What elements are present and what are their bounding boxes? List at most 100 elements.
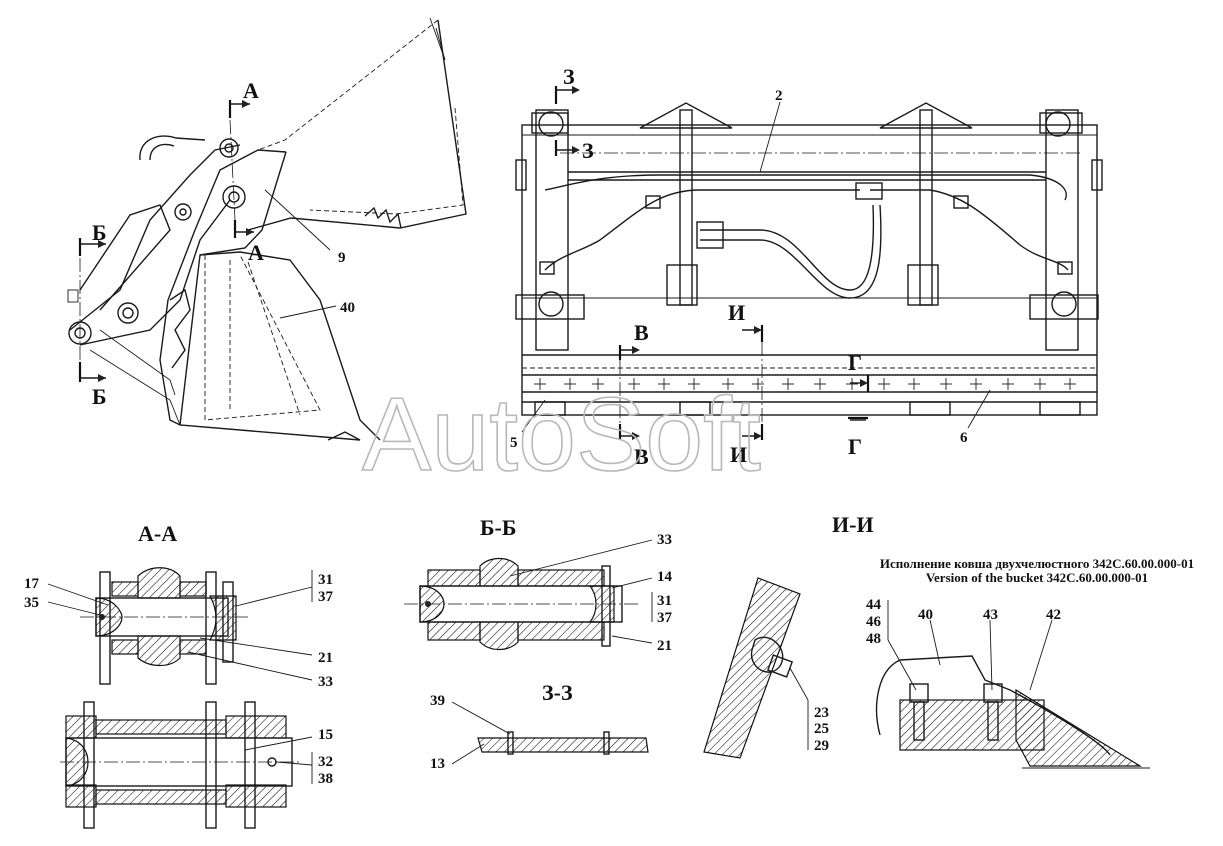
hose-u bbox=[700, 204, 875, 291]
callout-9: 9 bbox=[338, 250, 346, 266]
aa-callout-32: 32 bbox=[318, 754, 333, 770]
aa-callout-15: 15 bbox=[318, 727, 333, 743]
leader-2 bbox=[759, 101, 781, 173]
version-detail: Исполнение ковша двухчелюстного 342С.60.… bbox=[866, 556, 1194, 769]
post-right bbox=[919, 109, 933, 306]
aa-callout-37: 37 bbox=[318, 589, 334, 605]
boom-frame-hidden bbox=[257, 19, 439, 151]
post-right-cap bbox=[879, 102, 973, 129]
pin-upper bbox=[219, 138, 239, 158]
linkage-lower bbox=[89, 349, 181, 426]
version-callout-48: 48 bbox=[866, 631, 881, 647]
stud-row bbox=[534, 378, 1076, 390]
section-title-bb: Б-Б bbox=[480, 515, 516, 540]
bucket-outline bbox=[159, 149, 361, 441]
upper-jaw-teeth bbox=[364, 206, 402, 229]
version-note-en: Version of the bucket 342С.60.00.000-01 bbox=[926, 570, 1148, 585]
cut-marker-a-top: А bbox=[243, 78, 259, 103]
callout-40: 40 bbox=[340, 300, 355, 316]
ii-callout-29: 29 bbox=[814, 738, 829, 754]
post-left-cap bbox=[639, 102, 733, 129]
version-callout-44: 44 bbox=[866, 597, 882, 613]
linkage-arm-2 bbox=[79, 199, 231, 346]
section-title-ii: И-И bbox=[832, 512, 874, 537]
right-hinge bbox=[1029, 294, 1099, 320]
pin-left bbox=[174, 203, 192, 221]
leader-9 bbox=[264, 189, 331, 251]
bb-callout-21: 21 bbox=[657, 638, 672, 654]
hook bbox=[139, 135, 206, 161]
cut-marker-g-bottom: Г bbox=[848, 434, 862, 459]
cut-marker-i-bottom: И bbox=[730, 442, 747, 467]
watermark: AutoSoft bbox=[362, 377, 761, 493]
bb-callout-31: 31 bbox=[657, 593, 672, 609]
ii-plate bbox=[703, 577, 801, 759]
section-zz: З-З 39 13 bbox=[430, 680, 649, 772]
bb-callout-33: 33 bbox=[657, 532, 672, 548]
pin-rear bbox=[68, 321, 92, 345]
boom-frame-upper bbox=[247, 19, 467, 231]
version-callout-42: 42 bbox=[1046, 607, 1061, 623]
section-bb: Б-Б 33 14 31 37 21 bbox=[404, 515, 673, 654]
aa-callout-33: 33 bbox=[318, 674, 333, 690]
zz-callout-39: 39 bbox=[430, 693, 445, 709]
cut-marker-v-top: В bbox=[634, 320, 649, 345]
leader-40 bbox=[279, 305, 337, 319]
ii-callout-23: 23 bbox=[814, 705, 829, 721]
cut-marker-b-bottom: Б bbox=[92, 384, 107, 409]
tooth-edge bbox=[169, 288, 191, 369]
hose-u-2 bbox=[700, 204, 882, 299]
bucket-hidden-3 bbox=[247, 261, 301, 416]
frame-outer bbox=[521, 124, 1098, 416]
linkage-plate bbox=[79, 204, 171, 311]
boom-tip bbox=[429, 17, 446, 61]
front-view: З З В В И И Г Г 2 5 6 bbox=[510, 64, 1103, 469]
bucket-side-plate bbox=[179, 251, 381, 441]
cut-marker-v-bottom: В bbox=[634, 444, 649, 469]
bucket-hidden-1 bbox=[204, 254, 321, 421]
hose-right bbox=[870, 189, 1069, 271]
linkage-lower-2 bbox=[99, 329, 176, 396]
boom-inner-hidden bbox=[309, 107, 464, 215]
version-callout-40: 40 bbox=[918, 607, 933, 623]
cut-marker-z-mid: З bbox=[582, 138, 594, 163]
hose-coupling bbox=[696, 221, 724, 249]
side-view: А А Б Б 9 40 bbox=[67, 17, 467, 441]
ii-callout-25: 25 bbox=[814, 721, 829, 737]
left-column bbox=[535, 109, 569, 351]
bolt-rear bbox=[67, 289, 79, 303]
post-left bbox=[679, 109, 693, 306]
aa-callout-35: 35 bbox=[24, 595, 39, 611]
leader-5 bbox=[521, 399, 546, 433]
pin-lower bbox=[117, 302, 139, 324]
version-tooth bbox=[1015, 688, 1143, 767]
bucket-back bbox=[199, 151, 287, 256]
zz-callout-13: 13 bbox=[430, 756, 445, 772]
section-aa: А-А bbox=[24, 521, 334, 829]
callout-6: 6 bbox=[960, 430, 968, 446]
hook-inner bbox=[149, 143, 175, 161]
bb-callout-37: 37 bbox=[657, 610, 673, 626]
cut-marker-g-top: Г bbox=[848, 350, 862, 375]
cut-marker-i-top: И bbox=[728, 300, 745, 325]
callout-5: 5 bbox=[510, 435, 518, 451]
aa-callout-31: 31 bbox=[318, 572, 333, 588]
leader-6 bbox=[967, 389, 991, 429]
cut-marker-a-bottom: А bbox=[248, 240, 264, 265]
aa-callout-17: 17 bbox=[24, 576, 40, 592]
version-callout-43: 43 bbox=[983, 607, 998, 623]
version-callout-46: 46 bbox=[866, 614, 882, 630]
bb-callout-14: 14 bbox=[657, 569, 673, 585]
aa-callout-38: 38 bbox=[318, 771, 333, 787]
hose-main bbox=[544, 174, 1067, 201]
section-title-aa: А-А bbox=[138, 521, 177, 546]
left-hinge bbox=[515, 294, 585, 320]
cut-marker-z-top: З bbox=[563, 64, 575, 89]
version-note-ru: Исполнение ковша двухчелюстного 342С.60.… bbox=[880, 556, 1194, 571]
right-column bbox=[1045, 109, 1079, 351]
section-ii: И-И 23 25 29 bbox=[703, 512, 874, 759]
hose-left bbox=[544, 189, 860, 271]
aa-callout-21: 21 bbox=[318, 650, 333, 666]
callout-2: 2 bbox=[775, 88, 783, 104]
